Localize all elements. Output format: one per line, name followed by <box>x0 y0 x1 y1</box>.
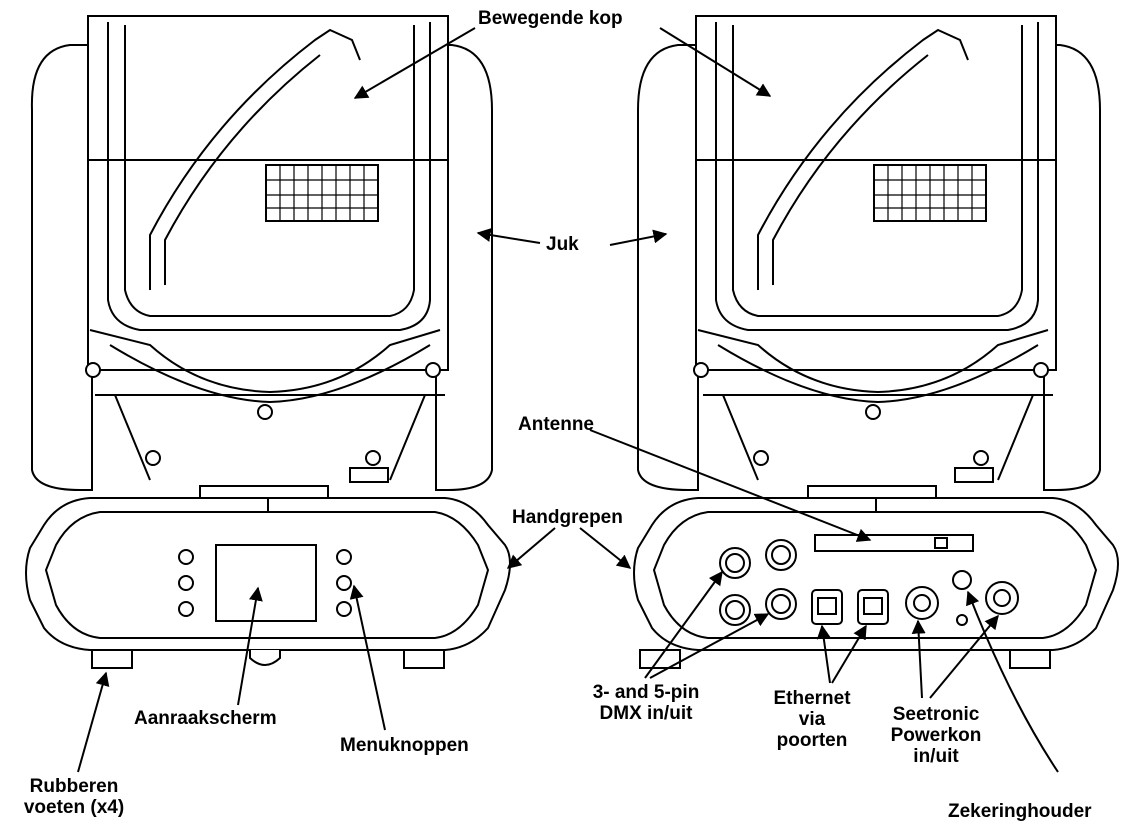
antenna-b <box>814 534 974 552</box>
fixture-front <box>25 15 511 669</box>
label-powerkon-line1: Seetronic <box>892 704 980 725</box>
fixture-rear <box>633 15 1119 669</box>
arrow-pk-2 <box>929 614 999 699</box>
yoke-right-arm-b <box>1043 44 1101 491</box>
label-antenna: Antenne <box>518 414 594 435</box>
label-powerkon: Seetronic Powerkon in/uit <box>891 704 982 767</box>
label-ethernet-line2: via <box>798 709 826 730</box>
label-ethernet: Ethernet via poorten <box>773 688 850 751</box>
arrow-pk-1 <box>911 619 926 699</box>
label-rubber-feet: Rubberen voeten (x4) <box>24 776 124 818</box>
label-dmx: 3- and 5-pin DMX in/uit <box>593 682 700 724</box>
label-handles: Handgrepen <box>512 507 623 528</box>
leader-arrows <box>77 27 1059 773</box>
arrow-yoke-b <box>609 229 668 246</box>
label-ethernet-line1: Ethernet <box>773 688 851 709</box>
label-fuse-holder: Zekeringhouder <box>948 801 1092 822</box>
label-rubber-feet-line1: Rubberen <box>29 776 119 797</box>
label-ethernet-line3: poorten <box>776 730 848 751</box>
label-touchscreen: Aanraakscherm <box>134 708 277 729</box>
label-powerkon-line2: Powerkon <box>890 725 982 746</box>
rubber-foot-a2 <box>403 649 445 669</box>
label-moving-head: Bewegende kop <box>478 8 623 29</box>
base-b <box>633 497 1119 651</box>
label-yoke: Juk <box>546 234 579 255</box>
label-dmx-line1: 3- and 5-pin <box>592 682 700 703</box>
arrow-head-a <box>353 27 476 99</box>
arrow-antenna <box>589 429 872 542</box>
rubber-foot-a1 <box>91 649 133 669</box>
label-powerkon-line3: in/uit <box>913 746 959 767</box>
touchscreen-a <box>215 544 317 622</box>
arrow-handle-a <box>506 527 556 569</box>
arrow-eth-2 <box>831 624 867 684</box>
arrow-yoke-a <box>476 228 541 244</box>
arrow-dmx-2 <box>649 613 770 679</box>
arrow-touchscreen <box>237 586 263 706</box>
fuse-holder <box>952 570 972 590</box>
yoke-left-arm-b <box>637 44 699 491</box>
label-rubber-feet-line2: voeten (x4) <box>23 797 125 818</box>
arrow-fuse <box>966 590 1059 773</box>
yoke-right-arm-a <box>435 44 493 491</box>
arrow-handle-b <box>579 527 632 569</box>
label-dmx-line2: DMX in/uit <box>599 703 693 724</box>
yoke-left-arm-a <box>30 44 93 491</box>
arrow-dmx-1 <box>644 570 723 679</box>
arrow-feet <box>77 671 110 773</box>
arrow-eth-1 <box>816 624 831 684</box>
arrow-menu <box>349 584 386 731</box>
arrow-head-b <box>659 27 772 97</box>
label-menu-buttons: Menuknoppen <box>340 735 469 756</box>
